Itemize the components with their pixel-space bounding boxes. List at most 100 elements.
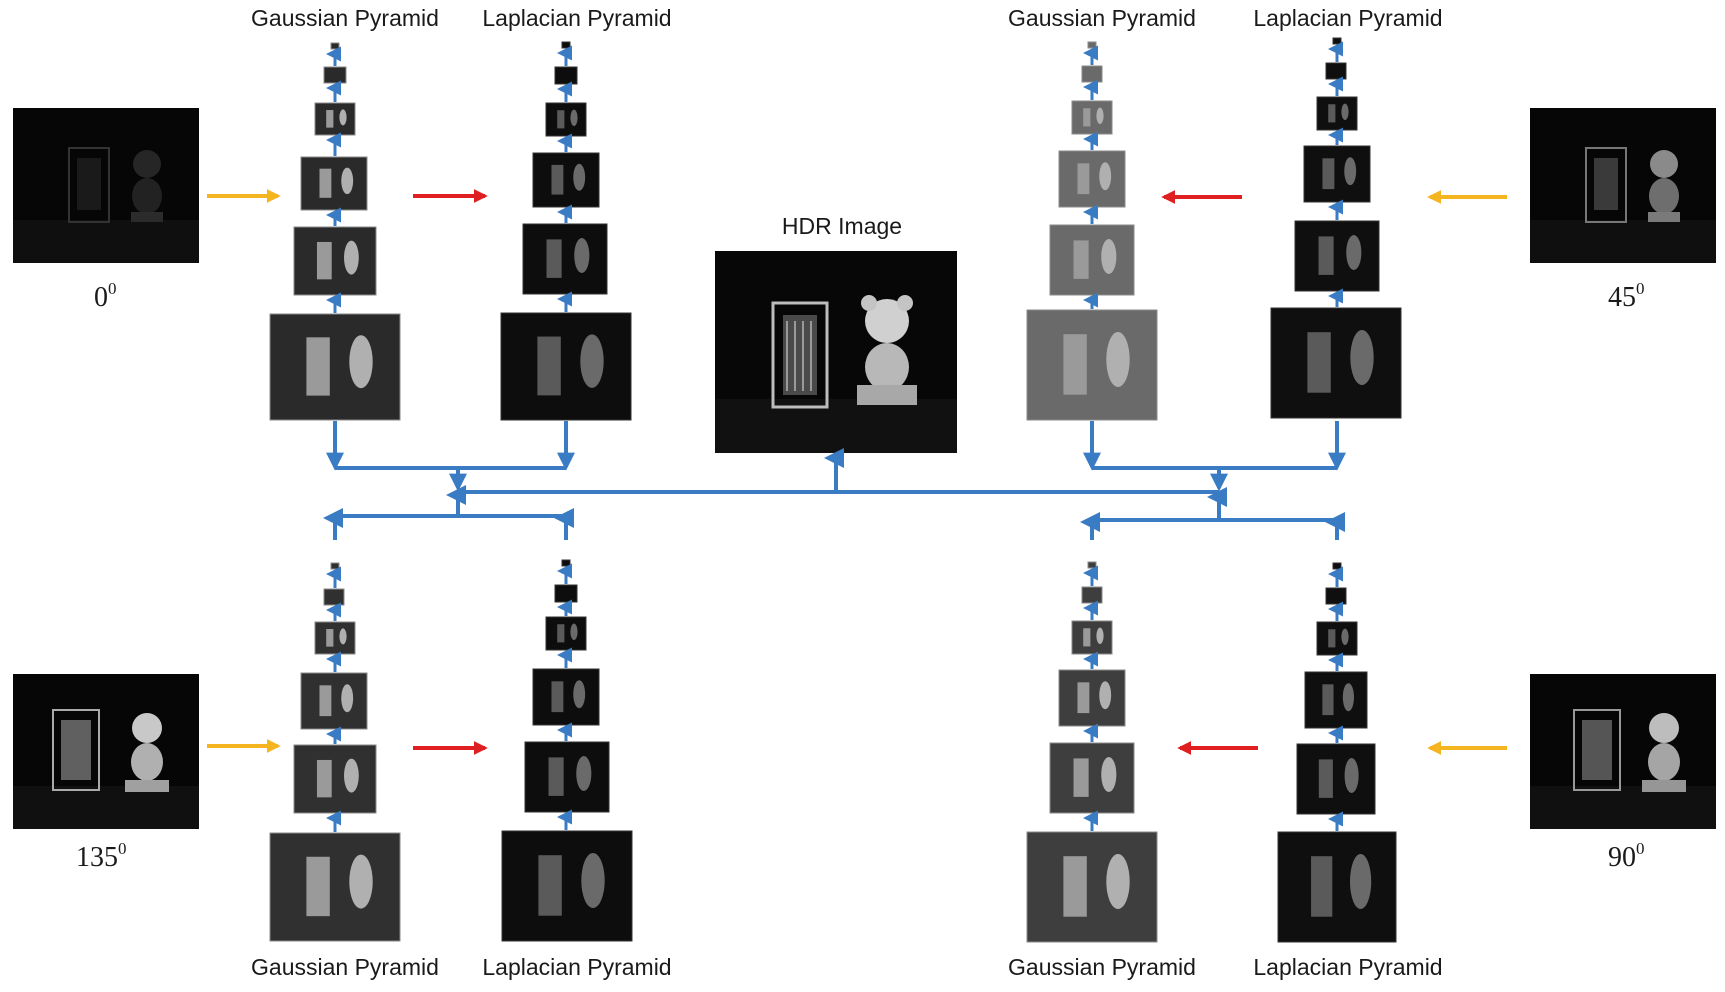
laplacian-pyramid-135-level-1 <box>524 741 610 813</box>
gaussian-pyramid-0-level-0-door <box>306 337 330 396</box>
gaussian-pyramid-135-level-2-bear <box>341 684 354 713</box>
gaussian-pyramid-45-level-1-door <box>1073 240 1089 279</box>
laplacian-pyramid-45-level-5 <box>1332 37 1342 45</box>
laplacian-pyramid-0-level-2 <box>532 152 600 208</box>
decompose-arrows <box>207 189 1507 755</box>
gaussian-pyramid-135-level-0 <box>269 832 401 942</box>
gaussian-pyramid-90-level-2-bear <box>1099 681 1112 710</box>
laplacian-pyramid-0-level-3-door <box>557 110 565 129</box>
gaussian-pyramid-90-level-2-door <box>1077 682 1090 714</box>
gaussian-pyramid-135 <box>269 562 401 942</box>
laplacian-pyramid-135-level-0-door <box>538 855 562 916</box>
gaussian-pyramid-45-level-3-bear <box>1096 107 1104 125</box>
gaussian-pyramid-135-level-1-door <box>316 759 332 798</box>
gaussian-pyramid-0-level-4 <box>323 66 347 84</box>
gaussian-pyramid-0 <box>269 42 401 421</box>
laplacian-pyramid-45-level-0 <box>1270 307 1402 419</box>
gaussian-label-bottom-left: Gaussian Pyramid <box>251 954 439 980</box>
gaussian-pyramid-135-level-2 <box>300 672 368 730</box>
gaussian-pyramid-135-level-1-bear <box>344 758 359 793</box>
laplacian-label-bottom-left: Laplacian Pyramid <box>482 954 671 980</box>
gaussian-pyramid-90-level-1 <box>1049 742 1135 814</box>
gaussian-pyramid-90-level-0-door <box>1063 856 1087 917</box>
gaussian-pyramid-135-level-3-door <box>326 629 334 647</box>
laplacian-pyramid-90-level-2 <box>1304 671 1368 729</box>
gaussian-pyramid-0-level-0-bear <box>349 335 373 389</box>
gaussian-pyramid-135-level-5 <box>330 562 340 570</box>
laplacian-pyramid-90-level-2-door <box>1322 684 1334 716</box>
gaussian-pyramid-0-level-2-door <box>319 168 332 198</box>
gaussian-pyramid-90-level-0-bear <box>1106 854 1130 909</box>
hdr-image <box>715 251 957 453</box>
laplacian-pyramid-90-level-1-door <box>1318 759 1333 798</box>
gaussian-pyramid-0-level-5 <box>330 42 340 50</box>
laplacian-pyramid-135-level-1-bear <box>576 756 592 791</box>
laplacian-pyramid-135 <box>501 559 633 942</box>
gaussian-pyramid-45-level-0 <box>1026 309 1158 421</box>
laplacian-label-top-right: Laplacian Pyramid <box>1253 5 1442 31</box>
gaussian-pyramid-135-level-2-door <box>319 685 332 717</box>
laplacian-label-bottom-right: Laplacian Pyramid <box>1253 954 1442 980</box>
gaussian-pyramid-135-level-3-bear <box>339 628 347 645</box>
laplacian-pyramid-135-level-2-door <box>551 681 564 713</box>
laplacian-pyramid-45-level-2-door <box>1322 158 1335 190</box>
gaussian-pyramid-45-level-0-door <box>1063 334 1087 395</box>
laplacian-pyramid-45-level-3 <box>1316 96 1358 131</box>
laplacian-label-top-left: Laplacian Pyramid <box>482 5 671 31</box>
laplacian-pyramid-45-level-2 <box>1303 145 1371 203</box>
gaussian-pyramid-45-level-3 <box>1071 100 1113 135</box>
gaussian-pyramid-45-level-4 <box>1081 65 1103 83</box>
laplacian-pyramid-90-level-0-bear <box>1349 854 1372 909</box>
gaussian-pyramid-45-level-5 <box>1087 41 1097 49</box>
laplacian-pyramid-135-level-2 <box>532 668 600 726</box>
laplacian-pyramid-0-level-4 <box>554 66 578 85</box>
pyramid-level-arrows <box>326 41 1343 832</box>
laplacian-pyramid-135-level-2-bear <box>573 680 586 709</box>
gaussian-pyramid-0-level-2 <box>300 156 368 211</box>
laplacian-pyramid-135-level-4 <box>554 584 578 603</box>
laplacian-pyramid-0-level-3 <box>545 102 587 137</box>
fusion-connectors <box>323 421 1346 540</box>
input-image-90 <box>1530 674 1716 829</box>
laplacian-pyramid-0-level-5 <box>561 41 571 49</box>
gaussian-pyramid-45-level-2 <box>1058 150 1126 208</box>
gaussian-pyramid-0-level-3 <box>314 102 356 136</box>
gaussian-pyramid-90-level-1-door <box>1073 758 1089 797</box>
gaussian-pyramid-0-level-1-door <box>316 241 332 280</box>
laplacian-pyramid-45-level-2-bear <box>1344 157 1357 186</box>
laplacian-pyramid-135-level-5 <box>561 559 571 567</box>
laplacian-pyramid-0-level-0-door <box>537 336 561 396</box>
gaussian-pyramid-45 <box>1026 41 1158 421</box>
gaussian-label-bottom-right: Gaussian Pyramid <box>1008 954 1196 980</box>
gaussian-pyramid-90-level-1-bear <box>1101 757 1117 792</box>
laplacian-pyramid-90-level-1 <box>1296 743 1376 815</box>
gaussian-pyramid-90-level-4 <box>1081 586 1103 604</box>
laplacian-pyramid-135-level-0-bear <box>581 853 605 908</box>
gaussian-pyramid-0-level-2-bear <box>341 167 354 195</box>
laplacian-pyramid-0-level-2-bear <box>573 163 586 191</box>
laplacian-pyramid-45-level-1 <box>1294 220 1380 292</box>
gaussian-pyramid-45-level-1-bear <box>1101 239 1117 274</box>
input-image-135 <box>13 674 199 829</box>
gaussian-pyramid-0-level-3-door <box>326 110 334 128</box>
gaussian-pyramid-135-level-1 <box>293 744 377 814</box>
angle-label-45: 450 <box>1608 279 1645 313</box>
gaussian-pyramid-0-level-1-bear <box>344 240 359 275</box>
laplacian-pyramid-90-level-3-door <box>1328 629 1336 648</box>
laplacian-pyramid-90-level-1-bear <box>1344 758 1359 793</box>
laplacian-pyramid-135-level-0 <box>501 830 633 942</box>
angle-label-90: 900 <box>1608 839 1645 873</box>
laplacian-pyramid-135-level-1-door <box>548 757 564 796</box>
laplacian-pyramid-90-level-0 <box>1277 831 1397 943</box>
laplacian-pyramid-90-level-2-bear <box>1342 683 1354 712</box>
input-image-45 <box>1530 108 1716 263</box>
gaussian-pyramid-45-level-2-bear <box>1099 162 1112 191</box>
laplacian-pyramid-45-level-4 <box>1325 62 1347 80</box>
laplacian-pyramid-0-level-1-bear <box>574 238 590 273</box>
gaussian-label-top-left: Gaussian Pyramid <box>251 5 439 31</box>
laplacian-pyramid-90-level-3-bear <box>1341 628 1349 646</box>
gaussian-pyramid-45-level-1 <box>1049 224 1135 296</box>
gaussian-pyramid-135-level-3 <box>314 621 356 655</box>
laplacian-pyramid-90 <box>1277 562 1397 943</box>
